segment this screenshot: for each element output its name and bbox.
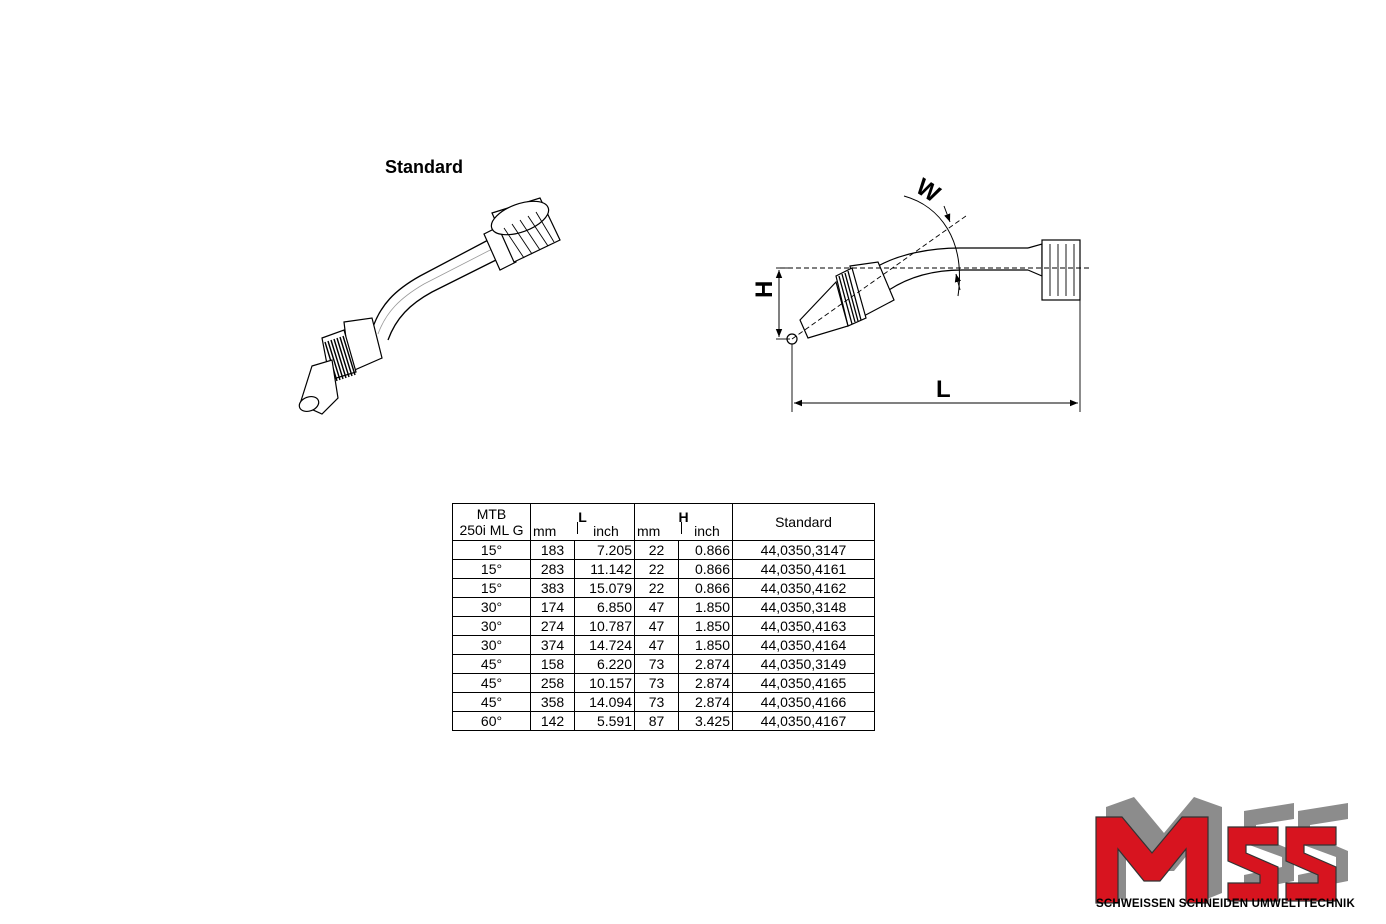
h-inch-cell: 0.866 xyxy=(678,540,733,560)
angle-cell: 15° xyxy=(452,540,531,560)
l-mm-cell: 274 xyxy=(530,616,575,636)
dim-label-w: W xyxy=(911,173,945,208)
l-inch-cell: 6.220 xyxy=(574,654,635,674)
article-number-cell: 44,0350,4163 xyxy=(732,616,875,636)
article-number-cell: 44,0350,3148 xyxy=(732,597,875,617)
angle-cell: 60° xyxy=(452,711,531,731)
h-inch-cell: 3.425 xyxy=(678,711,733,731)
angle-cell: 30° xyxy=(452,616,531,636)
h-mm-cell: 47 xyxy=(634,616,679,636)
h-mm-cell: 87 xyxy=(634,711,679,731)
logo-letters xyxy=(1096,817,1336,903)
l-mm-cell: 183 xyxy=(530,540,575,560)
h-mm-cell: 73 xyxy=(634,654,679,674)
angle-cell: 45° xyxy=(452,654,531,674)
h-inch-cell: 2.874 xyxy=(678,673,733,693)
l-mm-label: mm xyxy=(532,522,578,539)
angle-cell: 45° xyxy=(452,673,531,693)
h-inch-cell: 2.874 xyxy=(678,654,733,674)
torch-neck-perspective xyxy=(298,197,561,415)
article-number-cell: 44,0350,3149 xyxy=(732,654,875,674)
h-inch-cell: 1.850 xyxy=(678,616,733,636)
article-number-cell: 44,0350,3147 xyxy=(732,540,875,560)
model-header-line2: 250i ML G xyxy=(459,522,524,538)
article-number-cell: 44,0350,4162 xyxy=(732,578,875,598)
angle-cell: 15° xyxy=(452,578,531,598)
l-mm-cell: 158 xyxy=(530,654,575,674)
article-number-cell: 44,0350,4166 xyxy=(732,692,875,712)
logo-tagline: SCHWEISSEN SCHNEIDEN UMWELTTECHNIK xyxy=(1096,898,1355,910)
l-inch-cell: 10.787 xyxy=(574,616,635,636)
l-inch-cell: 10.157 xyxy=(574,673,635,693)
article-number-cell: 44,0350,4167 xyxy=(732,711,875,731)
h-mm-cell: 22 xyxy=(634,559,679,579)
l-mm-cell: 283 xyxy=(530,559,575,579)
l-inch-label: inch xyxy=(593,523,619,539)
dim-label-h: H xyxy=(751,281,778,298)
h-mm-cell: 73 xyxy=(634,692,679,712)
angle-cell: 30° xyxy=(452,597,531,617)
standard-header: Standard xyxy=(732,503,875,541)
l-inch-cell: 7.205 xyxy=(574,540,635,560)
l-inch-cell: 6.850 xyxy=(574,597,635,617)
angle-cell: 30° xyxy=(452,635,531,655)
h-mm-label: mm xyxy=(636,522,682,539)
l-mm-cell: 383 xyxy=(530,578,575,598)
article-number-cell: 44,0350,4164 xyxy=(732,635,875,655)
h-inch-cell: 2.874 xyxy=(678,692,733,712)
l-mm-cell: 358 xyxy=(530,692,575,712)
h-inch-label: inch xyxy=(694,523,720,539)
h-inch-cell: 1.850 xyxy=(678,635,733,655)
torch-neck-side-view xyxy=(775,195,1092,412)
model-header-line1: MTB xyxy=(476,506,507,522)
h-mm-cell: 47 xyxy=(634,635,679,655)
angle-cell: 45° xyxy=(452,692,531,712)
h-mm-cell: 22 xyxy=(634,578,679,598)
l-mm-cell: 374 xyxy=(530,635,575,655)
l-mm-cell: 258 xyxy=(530,673,575,693)
l-inch-cell: 5.591 xyxy=(574,711,635,731)
l-inch-cell: 15.079 xyxy=(574,578,635,598)
h-inch-cell: 1.850 xyxy=(678,597,733,617)
h-inch-cell: 0.866 xyxy=(678,578,733,598)
h-mm-cell: 22 xyxy=(634,540,679,560)
table-header-row: MTB 250i ML G L mm inch H mm inch xyxy=(452,503,875,541)
h-mm-cell: 47 xyxy=(634,597,679,617)
model-header-cell: MTB 250i ML G xyxy=(452,503,531,541)
angle-cell: 15° xyxy=(452,559,531,579)
l-mm-cell: 174 xyxy=(530,597,575,617)
h-group-header: H mm inch xyxy=(634,503,733,541)
l-inch-cell: 14.094 xyxy=(574,692,635,712)
l-group-label: L xyxy=(578,509,587,525)
article-number-cell: 44,0350,4161 xyxy=(732,559,875,579)
standard-heading: Standard xyxy=(385,157,464,177)
l-inch-cell: 14.724 xyxy=(574,635,635,655)
l-group-header: L mm inch xyxy=(530,503,635,541)
dim-label-l: L xyxy=(936,376,951,403)
specification-table: MTB 250i ML G L mm inch H mm inch xyxy=(452,503,875,731)
l-inch-cell: 11.142 xyxy=(574,559,635,579)
h-group-label: H xyxy=(678,509,689,525)
article-number-cell: 44,0350,4165 xyxy=(732,673,875,693)
l-mm-cell: 142 xyxy=(530,711,575,731)
mss-logo xyxy=(1095,797,1348,904)
h-inch-cell: 0.866 xyxy=(678,559,733,579)
h-mm-cell: 73 xyxy=(634,673,679,693)
